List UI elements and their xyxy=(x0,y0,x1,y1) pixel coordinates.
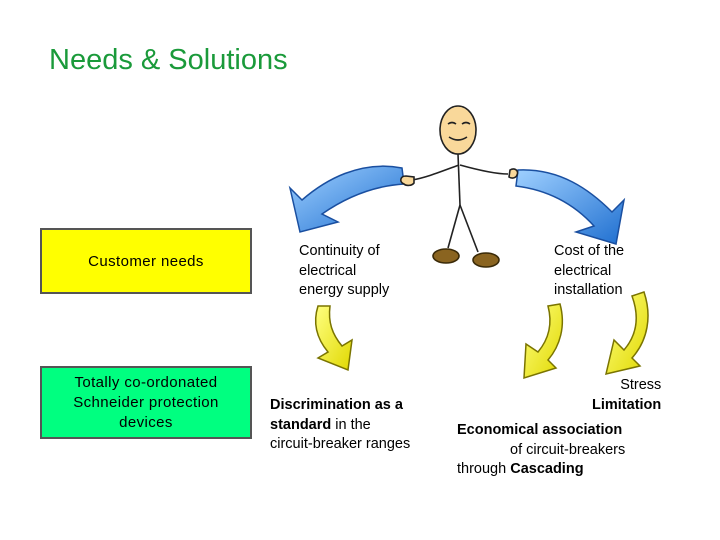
stress-line-2: Limitation xyxy=(592,396,662,413)
discrimination-standard-word: standard xyxy=(270,416,332,433)
continuity-line-2: electrical xyxy=(299,262,357,279)
devices-line-2: Schneider protection xyxy=(73,393,219,411)
economical-line-1: Economical association xyxy=(457,422,623,438)
devices-line-3: devices xyxy=(119,413,173,431)
cost-need-text: Cost of the electrical installation xyxy=(554,242,624,301)
customer-needs-label: Customer needs xyxy=(88,252,204,270)
economical-prefix: through xyxy=(457,461,511,477)
economical-solution-text: Economical association of circuit-breake… xyxy=(457,421,625,480)
yellow-arrow-cost-right-icon xyxy=(604,291,649,376)
discrimination-line-2: standard in the xyxy=(270,416,410,436)
stick-figure-icon xyxy=(400,105,519,268)
blue-arrow-left-icon xyxy=(288,165,405,233)
continuity-line-1: Continuity of xyxy=(299,243,380,259)
stress-limitation-text: Stress Limitation xyxy=(592,376,661,415)
protection-devices-box: Totally co-ordonated Schneider protectio… xyxy=(40,366,252,439)
customer-needs-box: Customer needs xyxy=(40,228,252,294)
discrimination-line-3: circuit-breaker ranges xyxy=(270,436,411,452)
page-title: Needs & Solutions xyxy=(49,44,288,76)
yellow-arrow-cost-left-icon xyxy=(523,303,564,380)
yellow-arrow-continuity-icon xyxy=(314,305,353,372)
economical-line-2: of circuit-breakers xyxy=(510,441,626,458)
stress-line-1: Stress xyxy=(620,377,662,393)
cost-line-1: Cost of the xyxy=(554,243,625,259)
continuity-line-3: energy supply xyxy=(299,282,390,298)
blue-arrow-right-icon xyxy=(515,169,626,245)
discrimination-rest: in the xyxy=(331,416,371,433)
continuity-need-text: Continuity of electrical energy supply xyxy=(299,242,389,301)
cost-line-2: electrical xyxy=(554,262,612,279)
devices-line-1: Totally co-ordonated xyxy=(74,373,218,391)
economical-line-3: through Cascading xyxy=(457,460,625,480)
discrimination-line-1: Discrimination as a xyxy=(270,397,403,413)
cost-line-3: installation xyxy=(554,282,623,298)
economical-cascading-word: Cascading xyxy=(510,461,584,477)
discrimination-solution-text: Discrimination as a standard in the circ… xyxy=(270,396,410,455)
